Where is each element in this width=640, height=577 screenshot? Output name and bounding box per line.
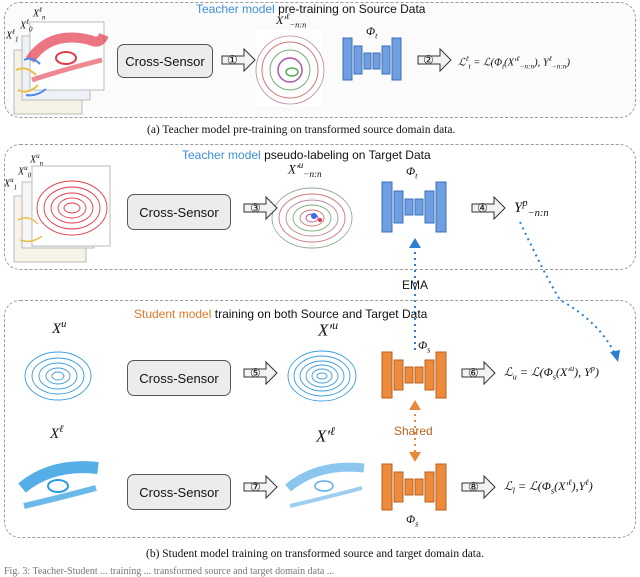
transformed-l-label: X′ℓ [316, 424, 336, 446]
cross-sensor-b-top: Cross-Sensor [127, 194, 231, 230]
step-4: ④ [477, 201, 488, 215]
panel-b-bottom-title-model: Student model [134, 307, 212, 321]
shared-label: Shared [394, 424, 433, 438]
panel-student-training [4, 300, 636, 538]
panel-b-top-arrows [243, 195, 506, 221]
panel-a-title: Teacher model pre-training on Source Dat… [196, 2, 425, 16]
cross-sensor-b-1: Cross-Sensor [127, 360, 231, 396]
loss-teacher: ℒℓt = ℒ(Φt(X′ℓ−n:n), Yℓ−n:n) [458, 54, 571, 71]
ema-label: EMA [402, 278, 429, 292]
label-x0-l: Xℓ0 [20, 18, 33, 34]
target-scan-stack [13, 165, 111, 263]
shared-arrow [409, 400, 421, 462]
teacher-network-a [342, 37, 402, 81]
label-xu: Xu [52, 319, 67, 337]
panel-a-title-rest: pre-training on Source Data [278, 2, 426, 16]
transformed-u-label: X′u [318, 318, 339, 340]
footer-fragment: Fig. 3: Teacher-Student ... training ...… [4, 566, 335, 577]
label-xl: Xℓ [50, 424, 64, 442]
panel-b-top-title-rest: pseudo-labeling on Target Data [264, 148, 431, 162]
step-1: ① [227, 53, 238, 67]
step-6: ⑥ [468, 366, 479, 380]
label-xn-u: Xun [30, 152, 44, 168]
teacher-phi-b: Φt [406, 164, 418, 181]
panel-a-title-model: Teacher model [196, 2, 275, 16]
transformed-source-scan [255, 30, 325, 106]
transformed-source-label: X′ℓ−n:n [276, 12, 307, 30]
loss-student-l: ℒl = ℒ(Φs(X′ℓ),Yℓ) [504, 478, 593, 496]
source-scan-stack [13, 21, 109, 115]
panel-b-bottom-title: Student model training on both Source an… [134, 307, 427, 321]
label-x1-u: Xu1 [4, 176, 18, 192]
transformed-target-scan [266, 178, 353, 258]
teacher-network-b [381, 181, 447, 233]
student-network-top [381, 351, 447, 399]
panel-b-bottom-title-rest: training on both Source and Target Data [214, 307, 428, 321]
step-7: ⑦ [250, 480, 261, 494]
teacher-phi-a: Φt [366, 24, 378, 41]
pseudo-label-output: Yp−n:n [514, 198, 549, 219]
student-phi-top: Φs [418, 338, 431, 355]
step-2: ② [423, 53, 434, 67]
label-xn-l: Xℓn [33, 6, 46, 22]
panel-a-arrows [221, 47, 452, 73]
transformed-source-student [285, 448, 366, 518]
caption-b: (b) Student model training on transforme… [146, 548, 484, 560]
panel-b-top-title-model: Teacher model [182, 148, 261, 162]
cross-sensor-a: Cross-Sensor [117, 44, 213, 78]
panel-teacher-pseudolabel [4, 144, 636, 270]
transformed-target-student [286, 340, 362, 408]
loss-student-u: ℒu = ℒ(Φs(X′u), Yp) [504, 364, 599, 382]
step-5: ⑤ [250, 366, 261, 380]
step-3: ③ [250, 201, 261, 215]
label-x1-l: Xℓ1 [6, 28, 19, 44]
student-network-bottom [381, 463, 447, 511]
student-phi-bottom: Φs [406, 512, 419, 529]
panel-b-top-title: Teacher model pseudo-labeling on Target … [182, 148, 431, 162]
step-8: ⑧ [468, 480, 479, 494]
ema-arrow [409, 238, 421, 350]
transformed-target-label: X′u−n:n [288, 160, 322, 179]
source-scan-student [18, 448, 100, 518]
pseudo-label-arrow [519, 221, 620, 362]
target-scan-student [22, 340, 98, 408]
cross-sensor-b-2: Cross-Sensor [127, 474, 231, 510]
caption-a: (a) Teacher model pre-training on transf… [147, 124, 456, 136]
label-x0-u: Xu0 [18, 164, 32, 180]
panel-b-bottom-arrows [243, 360, 496, 500]
